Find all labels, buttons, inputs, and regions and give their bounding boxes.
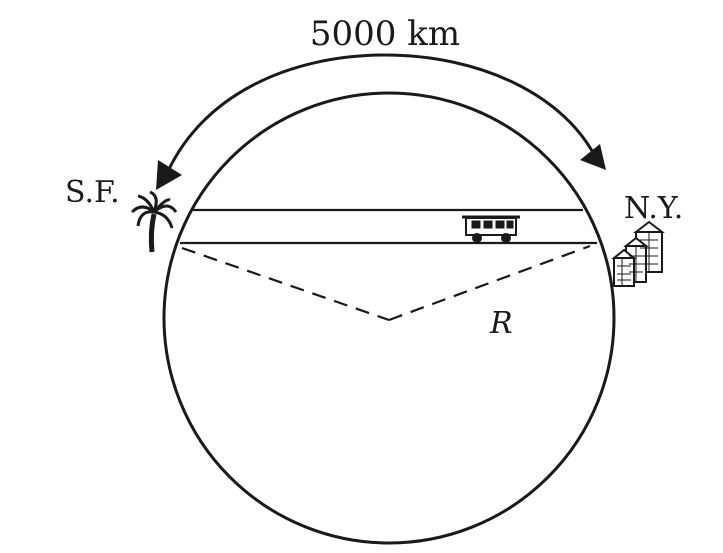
city-buildings-icon (611, 220, 665, 287)
distance-arc (163, 53, 599, 179)
palm-tree-icon (130, 190, 178, 253)
earth-circle (162, 91, 616, 545)
radius-line-right (388, 244, 591, 322)
train-car-icon (462, 215, 520, 243)
left-city-label: S.F. (65, 175, 120, 210)
radius-line-left (181, 246, 390, 322)
arrowhead-left (156, 160, 182, 190)
radius-label: R (489, 306, 513, 341)
right-city-label: N.Y. (624, 191, 683, 226)
distance-label: 5000 km (310, 14, 460, 54)
arrowhead-right (580, 144, 606, 170)
